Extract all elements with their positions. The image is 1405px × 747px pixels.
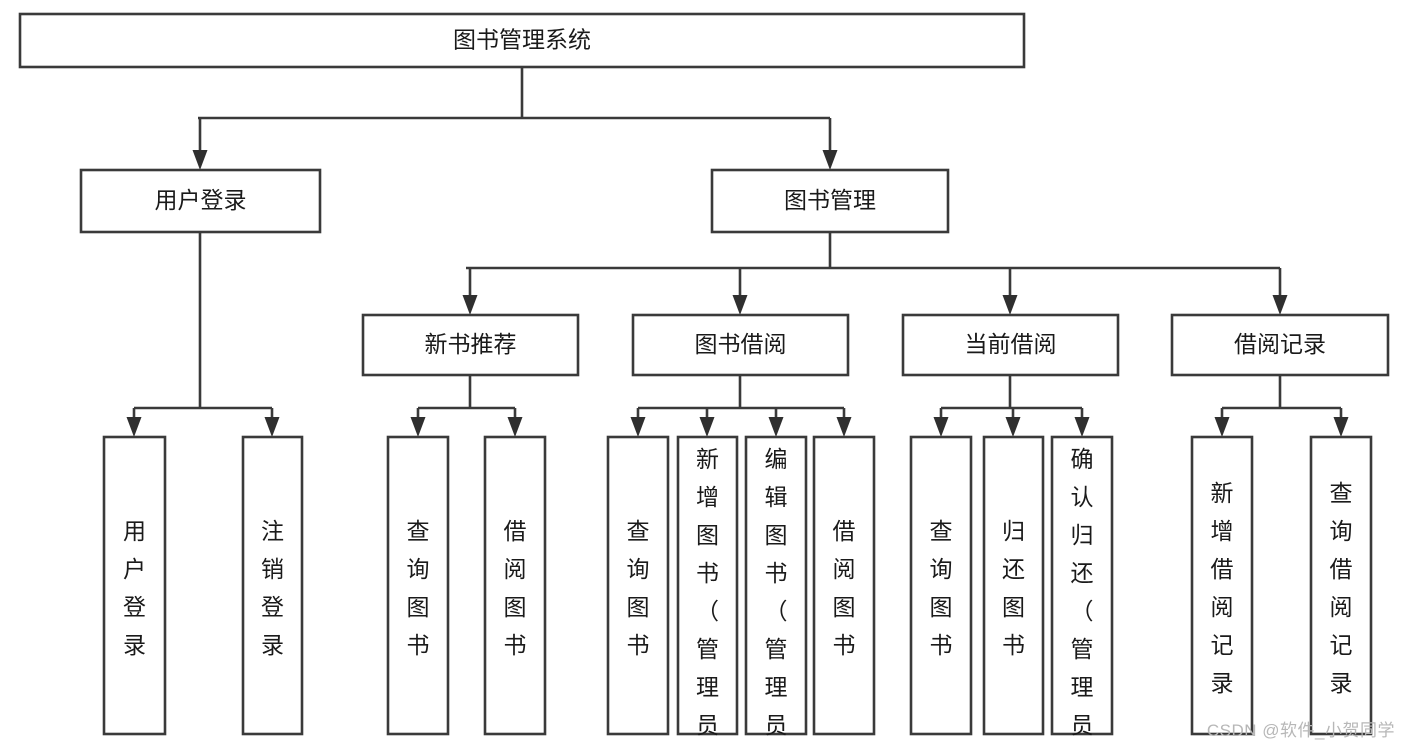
leaf-box-leaf-bb-query-book[interactable] — [606, 435, 670, 736]
connector-lines — [126, 67, 1349, 437]
node-box-book_manage[interactable] — [710, 168, 950, 234]
bar-level3-arrow-3 — [1272, 295, 1288, 315]
leaf-box-leaf-bb-borrow-book[interactable] — [812, 435, 876, 736]
leaf-label-leaf-bb-query-book: 查询图书 — [627, 518, 650, 658]
node-label-user_login: 用户登录 — [155, 187, 247, 213]
bar-user-login-leaves-arrow-0 — [126, 417, 142, 437]
leaf-label-leaf-user-login: 用户登录 — [123, 518, 146, 658]
node-box-current_borrow[interactable] — [901, 313, 1120, 377]
leaf-box-leaf-logout[interactable] — [241, 435, 304, 736]
node-label-new_book_rec: 新书推荐 — [425, 331, 517, 357]
leaf-box-leaf-cb-query-book[interactable] — [909, 435, 973, 736]
leaf-box-leaf-br-add-record[interactable] — [1190, 435, 1254, 736]
bar-user-login-leaves-arrow-1 — [264, 417, 280, 437]
leaf-label-leaf-cb-return-book: 归还图书 — [1002, 518, 1025, 658]
bar-level3-arrow-2 — [1002, 295, 1018, 315]
node-box-new_book_rec[interactable] — [361, 313, 580, 377]
bar-book-borrow-leaves-arrow-2 — [768, 417, 784, 437]
node-box-root[interactable] — [18, 12, 1026, 69]
leaf-label-leaf-br-add-record: 新增借阅记录 — [1211, 480, 1234, 696]
node-box-user_login[interactable] — [79, 168, 322, 234]
node-label-book_manage: 图书管理 — [784, 187, 876, 213]
bar-borrow-record-leaves-arrow-1 — [1333, 417, 1349, 437]
bar-new-book-leaves-arrow-0 — [410, 417, 426, 437]
leaf-label-leaf-br-query-record: 查询借阅记录 — [1330, 480, 1353, 696]
bar-level2-arrow-1 — [822, 150, 838, 170]
node-label-book_borrow: 图书借阅 — [695, 331, 787, 357]
node-box-borrow_record[interactable] — [1170, 313, 1390, 377]
leaf-label-leaf-bb-edit-book: 编辑图书（管理员） — [765, 446, 788, 747]
bar-book-borrow-leaves-arrow-0 — [630, 417, 646, 437]
node-label-borrow_record: 借阅记录 — [1234, 331, 1326, 357]
leaf-label-leaf-rec-query-book: 查询图书 — [407, 518, 430, 658]
node-label-root: 图书管理系统 — [453, 27, 591, 53]
leaf-box-leaf-bb-edit-book[interactable] — [744, 435, 808, 736]
bar-current-borrow-leaves-arrow-1 — [1005, 417, 1021, 437]
leaf-box-leaf-user-login[interactable] — [102, 435, 167, 736]
leaf-box-leaf-cb-return-book[interactable] — [982, 435, 1045, 736]
csdn-watermark: CSDN @软件_小贺同学 — [1206, 721, 1395, 740]
leaf-box-leaf-rec-query-book[interactable] — [386, 435, 450, 736]
leaf-box-leaf-bb-add-book[interactable] — [676, 435, 739, 736]
leaf-box-leaf-rec-borrow-book[interactable] — [483, 435, 547, 736]
bar-borrow-record-leaves-arrow-0 — [1214, 417, 1230, 437]
bar-book-borrow-leaves-arrow-1 — [699, 417, 715, 437]
leaf-label-leaf-bb-borrow-book: 借阅图书 — [833, 518, 856, 658]
leaf-label-leaf-cb-confirm-return: 确认归还（管理员） — [1071, 446, 1094, 747]
node-labels: 图书管理系统用户登录图书管理新书推荐图书借阅当前借阅借阅记录用户登录注销登录查询… — [123, 27, 1353, 747]
bar-new-book-leaves-arrow-1 — [507, 417, 523, 437]
leaf-box-leaf-cb-confirm-return[interactable] — [1050, 435, 1114, 736]
bar-book-borrow-leaves-arrow-3 — [836, 417, 852, 437]
leaf-label-leaf-cb-query-book: 查询图书 — [930, 518, 953, 658]
leaf-label-leaf-logout: 注销登录 — [261, 518, 284, 658]
bar-level2-arrow-0 — [192, 150, 208, 170]
bar-level3-arrow-1 — [732, 295, 748, 315]
bar-level3-arrow-0 — [462, 295, 478, 315]
node-label-current_borrow: 当前借阅 — [965, 331, 1057, 357]
node-box-book_borrow[interactable] — [631, 313, 850, 377]
leaf-label-leaf-bb-add-book: 新增图书（管理员） — [696, 446, 719, 747]
bar-current-borrow-leaves-arrow-0 — [933, 417, 949, 437]
bar-current-borrow-leaves-arrow-2 — [1074, 417, 1090, 437]
leaf-label-leaf-rec-borrow-book: 借阅图书 — [504, 518, 527, 658]
leaf-box-leaf-br-query-record[interactable] — [1309, 435, 1373, 736]
node-boxes — [18, 12, 1390, 736]
